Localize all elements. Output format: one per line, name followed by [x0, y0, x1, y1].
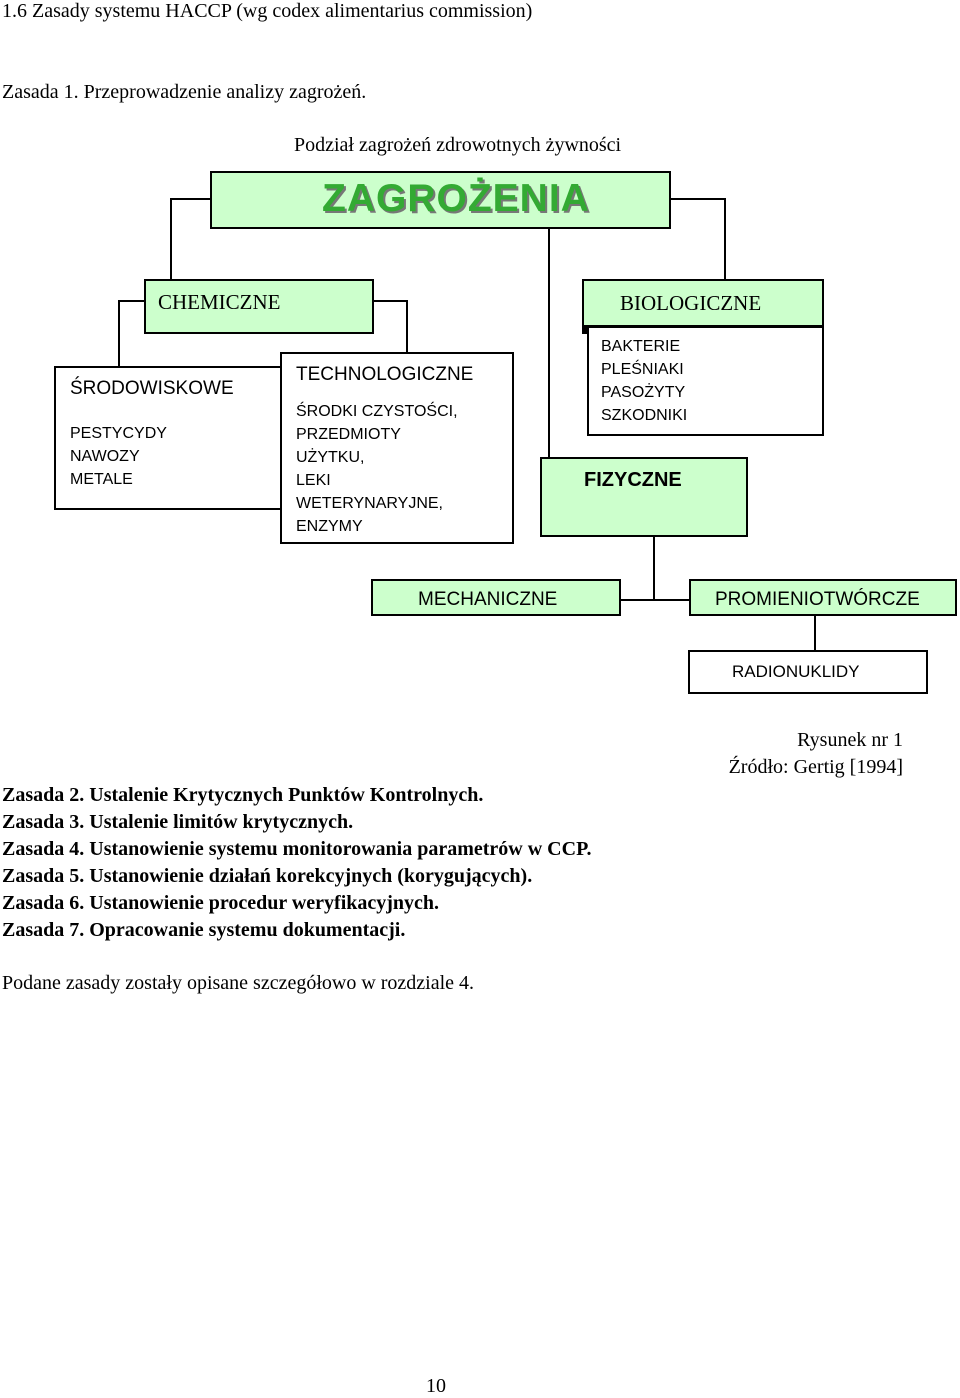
rule-7: Zasada 7. Opracowanie systemu dokumentac…	[2, 919, 406, 941]
connector	[814, 614, 816, 652]
physical-label: FIZYCZNE	[584, 469, 682, 491]
chemical-box: CHEMICZNE	[144, 279, 374, 334]
technological-item: ŚRODKI CZYSTOŚCI,	[296, 403, 458, 420]
rule-5: Zasada 5. Ustanowienie działań korekcyjn…	[2, 865, 533, 887]
diagram-title: Podział zagrożeń zdrowotnych żywności	[294, 134, 622, 156]
technological-label: TECHNOLOGICZNE	[296, 364, 474, 385]
figure-caption: Rysunek nr 1	[797, 729, 903, 751]
mechanical-box: MECHANICZNE	[371, 579, 621, 616]
connector	[724, 198, 726, 282]
environmental-box: ŚRODOWISKOWE PESTYCYDY NAWOZY METALE	[54, 366, 292, 510]
technological-box: TECHNOLOGICZNE ŚRODKI CZYSTOŚCI, PRZEDMI…	[280, 352, 514, 544]
figure-source: Źródło: Gertig [1994]	[728, 756, 903, 778]
connector	[170, 198, 172, 282]
page-number: 10	[426, 1375, 446, 1397]
environmental-item: METALE	[70, 471, 133, 488]
radionuclides-box: RADIONUKLIDY	[688, 650, 928, 694]
mechanical-label: MECHANICZNE	[418, 589, 558, 610]
radionuclides-label: RADIONUKLIDY	[732, 662, 860, 681]
connector	[669, 198, 725, 200]
technological-item: ENZYMY	[296, 518, 363, 535]
technological-item: WETERYNARYJNE,	[296, 495, 443, 512]
technological-item: PRZEDMIOTY	[296, 426, 401, 443]
rule-3: Zasada 3. Ustalenie limitów krytycznych.	[2, 811, 354, 833]
radiation-label: PROMIENIOTWÓRCZE	[715, 589, 920, 610]
rule-6: Zasada 6. Ustanowienie procedur weryfika…	[2, 892, 440, 914]
technological-item: UŻYTKU,	[296, 449, 365, 466]
root-box: ZAGROŻENIA	[210, 171, 671, 229]
biological-label: BIOLOGICZNE	[620, 291, 762, 315]
connector	[582, 326, 588, 334]
environmental-label: ŚRODOWISKOWE	[70, 378, 234, 399]
connector	[548, 228, 550, 460]
connector	[170, 198, 212, 200]
footer-note: Podane zasady zostały opisane szczegółow…	[2, 972, 475, 994]
connector	[619, 599, 691, 601]
physical-box: FIZYCZNE	[540, 457, 748, 537]
environmental-item: PESTYCYDY	[70, 425, 167, 442]
biological-item: BAKTERIE	[601, 338, 681, 355]
radiation-box: PROMIENIOTWÓRCZE	[689, 579, 957, 616]
biological-items-box: BAKTERIE PLEŚNIAKI PASOŻYTY SZKODNIKI	[587, 326, 824, 436]
connector	[118, 300, 146, 302]
root-label: ZAGROŻENIA	[322, 177, 590, 220]
rule-4: Zasada 4. Ustanowienie systemu monitorow…	[2, 838, 592, 860]
biological-box: BIOLOGICZNE	[582, 279, 824, 327]
biological-item: PLEŚNIAKI	[601, 361, 684, 378]
biological-item: SZKODNIKI	[601, 407, 688, 424]
environmental-item: NAWOZY	[70, 448, 140, 465]
biological-item: PASOŻYTY	[601, 384, 686, 401]
section-heading: 1.6 Zasady systemu HACCP (wg codex alime…	[2, 0, 533, 22]
rule-2: Zasada 2. Ustalenie Krytycznych Punktów …	[2, 784, 484, 806]
connector	[406, 300, 408, 354]
connector	[372, 300, 408, 302]
technological-item: LEKI	[296, 472, 331, 489]
chemical-label: CHEMICZNE	[158, 290, 281, 314]
connector	[118, 300, 120, 368]
rule-1: Zasada 1. Przeprowadzenie analizy zagroż…	[2, 81, 367, 103]
connector	[653, 537, 655, 601]
